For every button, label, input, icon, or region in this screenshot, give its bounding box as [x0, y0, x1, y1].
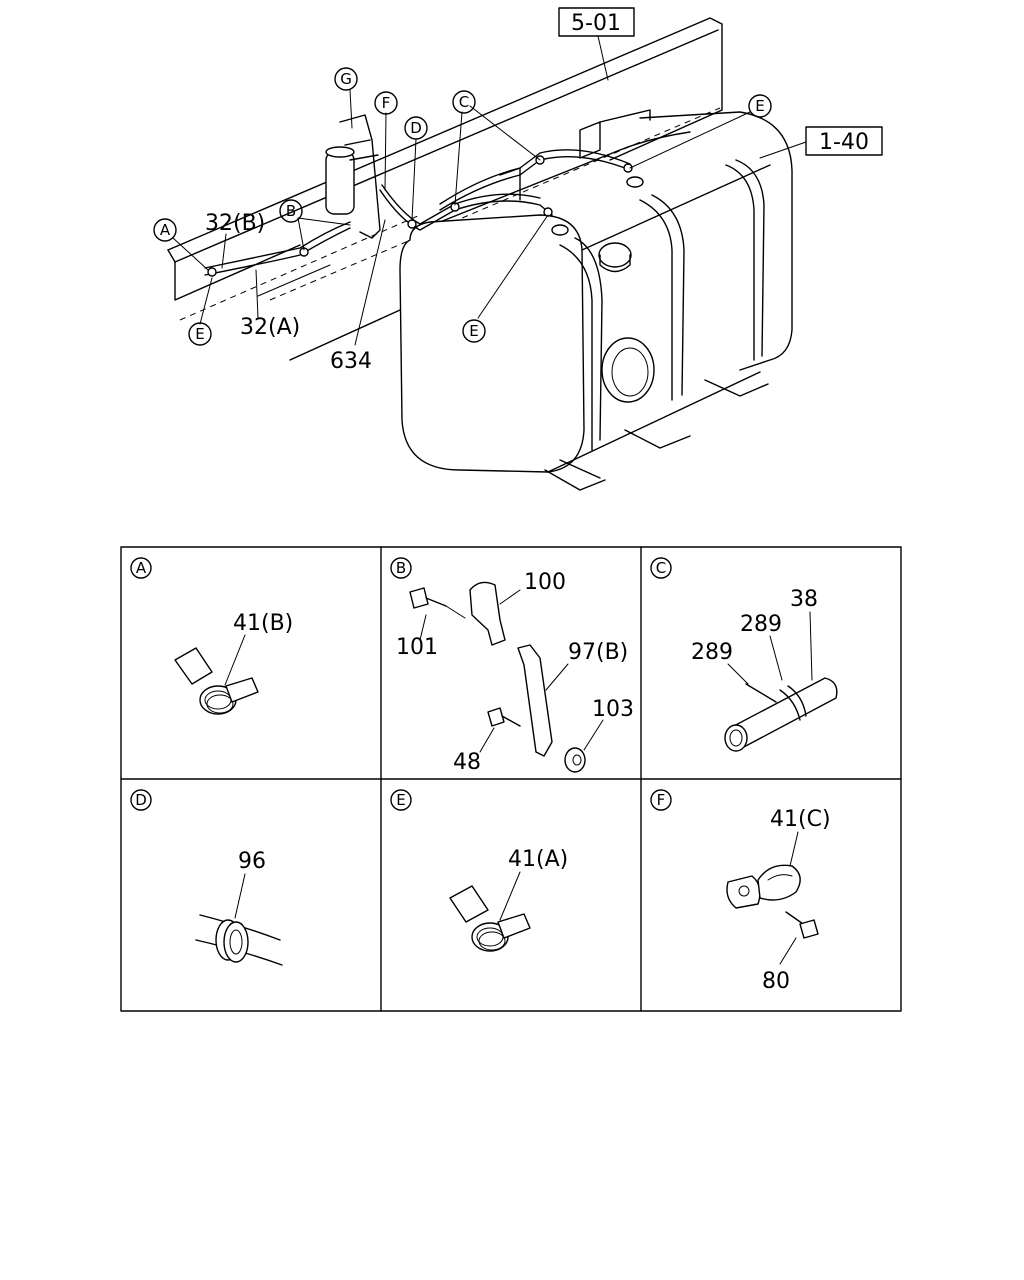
fuel-filter	[325, 114, 381, 239]
callout-g-letter: G	[340, 70, 352, 88]
detail-e: E 41(A)	[390, 789, 568, 952]
main-callouts: G F D C E B A	[153, 67, 772, 346]
reference-1-40: 1-40	[805, 126, 883, 156]
detail-grid	[120, 546, 902, 1012]
detail-b: B 100 101 97(B) 103 48	[390, 557, 634, 775]
callout-e-left: E	[188, 322, 212, 346]
tank-brackets	[499, 109, 651, 201]
callout-a-letter: A	[160, 221, 171, 239]
grommet-96	[195, 914, 283, 966]
callout-g: G	[334, 67, 358, 91]
callout-e-mid-letter: E	[469, 322, 478, 340]
detail-b-letter: B	[396, 559, 406, 577]
detail-e-letter: E	[396, 791, 405, 809]
fuel-lines	[204, 149, 633, 277]
detail-c-part-38: 38	[790, 587, 818, 612]
clip-41c	[726, 864, 801, 909]
frame-rail	[167, 17, 723, 361]
detail-b-part-100: 100	[524, 570, 566, 595]
reference-5-01: 5-01	[558, 7, 635, 37]
detail-b-part-103: 103	[592, 697, 634, 722]
reference-5-01-label: 5-01	[571, 11, 621, 36]
detail-a: A 41(B)	[130, 557, 293, 715]
pipe-with-ties	[724, 677, 838, 752]
label-32b: 32(B)	[205, 211, 265, 236]
detail-d-letter: D	[135, 791, 147, 809]
detail-b-part-101: 101	[396, 635, 438, 660]
callout-c-letter: C	[459, 93, 469, 111]
detail-c: C 38 289 289	[650, 557, 838, 752]
detail-f-part-41c: 41(C)	[770, 807, 831, 832]
callout-b-letter: B	[286, 202, 296, 220]
main-assembly-view: 5-01 1-40 G F D C	[153, 7, 883, 491]
detail-b-part-97b: 97(B)	[568, 640, 628, 665]
callout-d-letter: D	[410, 119, 422, 137]
reference-1-40-label: 1-40	[819, 130, 869, 155]
detail-c-part-289-upper: 289	[740, 612, 782, 637]
hose-clamp-41b	[174, 647, 259, 715]
callout-e-top-letter: E	[755, 97, 764, 115]
callout-e-mid: E	[462, 319, 486, 343]
callout-c: C	[452, 90, 476, 114]
detail-c-letter: C	[656, 559, 666, 577]
detail-d: D 96	[130, 789, 283, 966]
leader-lines	[172, 35, 807, 346]
detail-f: F 41(C) 80	[650, 789, 831, 994]
detail-a-part-41b: 41(B)	[233, 611, 293, 636]
detail-d-part-96: 96	[238, 849, 266, 874]
detail-f-part-80: 80	[762, 969, 790, 994]
detail-b-part-48: 48	[453, 750, 481, 775]
callout-d: D	[404, 116, 428, 140]
detail-c-part-289-lower: 289	[691, 640, 733, 665]
detail-e-part-41a: 41(A)	[508, 847, 568, 872]
callout-b: B	[279, 199, 303, 223]
detail-a-letter: A	[136, 559, 147, 577]
label-32a: 32(A)	[240, 315, 300, 340]
label-634: 634	[330, 349, 372, 374]
callout-e-left-letter: E	[195, 325, 204, 343]
hose-clamp-41a	[449, 885, 531, 952]
bolt-80	[785, 911, 819, 939]
fuel-tank	[399, 111, 793, 491]
callout-f-letter: F	[382, 94, 391, 112]
callout-f: F	[374, 91, 398, 115]
callout-a: A	[153, 218, 177, 242]
detail-f-letter: F	[657, 791, 666, 809]
callout-e-top: E	[748, 94, 772, 118]
